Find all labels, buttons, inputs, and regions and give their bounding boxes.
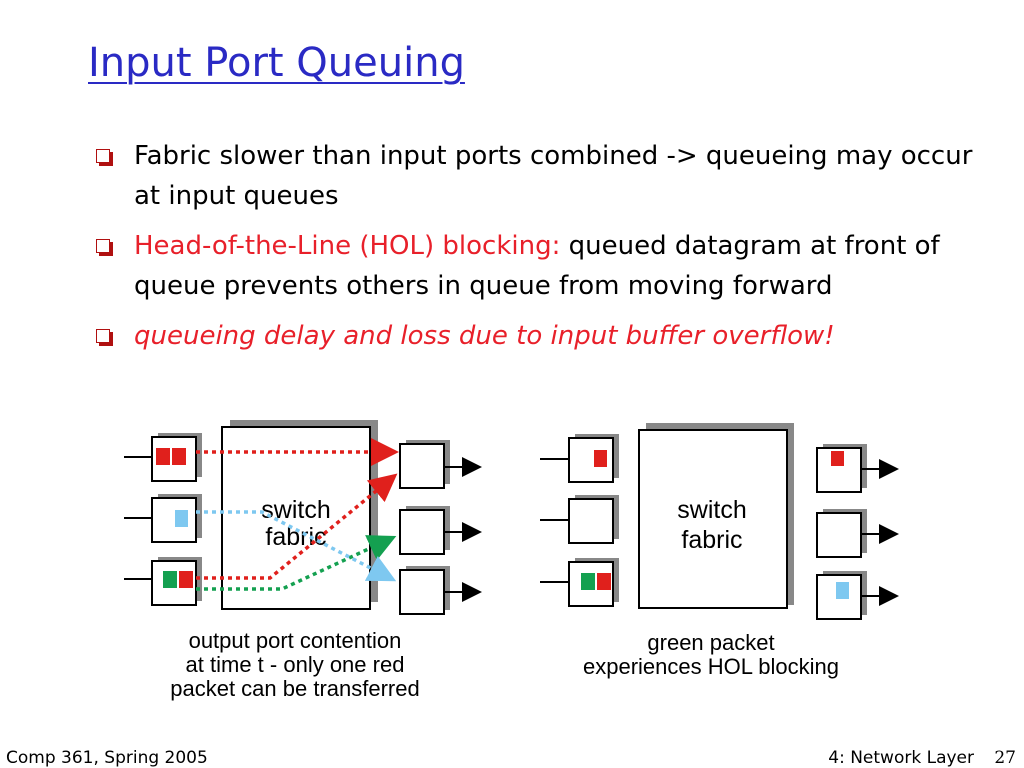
input-queue (568, 495, 619, 544)
footer-course: Comp 361, Spring 2005 (6, 748, 208, 768)
right-diagram: switch fabric green packet experiences H… (540, 423, 899, 679)
fabric-label: switch (261, 496, 330, 524)
footer-chapter: 4: Network Layer (828, 748, 974, 768)
input-queue (151, 557, 202, 606)
bullet-text: Fabric slower than input ports combined … (134, 141, 973, 211)
input-queue (568, 434, 619, 483)
left-caption: packet can be transferred (170, 676, 419, 701)
fabric-label: switch (677, 496, 746, 524)
blue-packet (836, 582, 849, 599)
output-queue (399, 566, 450, 615)
red-packet (179, 571, 193, 588)
output-queue (399, 506, 450, 555)
left-caption: at time t - only one red (186, 652, 405, 677)
bullet-text: queued datagram at front of queue preven… (134, 231, 940, 301)
bullet-item: queueing delay and loss due to input buf… (96, 316, 996, 356)
red-packet (831, 451, 844, 466)
bullet-list: Fabric slower than input ports combined … (96, 136, 996, 366)
page-number: 27 (994, 748, 1016, 768)
output-queue (816, 444, 867, 493)
red-packet (172, 448, 186, 465)
input-queue (568, 558, 619, 607)
green-packet (581, 573, 595, 590)
bullet-item: Head-of-the-Line (HOL) blocking: queued … (96, 226, 996, 306)
bullet-box-icon (96, 149, 113, 166)
input-queue (151, 494, 202, 543)
blue-transfer-path (196, 510, 397, 582)
bullet-text: queueing delay and loss due to input buf… (134, 321, 835, 351)
right-caption: green packet (647, 630, 774, 655)
left-caption: output port contention (189, 628, 402, 653)
switch-fabric (638, 429, 788, 609)
blue-packet (175, 510, 188, 527)
bullet-box-icon (96, 329, 113, 346)
input-queue (151, 433, 202, 482)
output-queue (816, 509, 867, 558)
red-packet (594, 450, 607, 467)
red-packet (597, 573, 611, 590)
red-transfer-path (196, 473, 398, 580)
output-queue (816, 571, 867, 620)
right-caption: experiences HOL blocking (583, 654, 839, 679)
bullet-term: Head-of-the-Line (HOL) blocking: (134, 231, 561, 261)
output-queue (399, 440, 450, 489)
fabric-label: fabric (681, 526, 742, 554)
red-packet (156, 448, 170, 465)
green-packet (163, 571, 177, 588)
left-diagram: switch fabric output port contention at … (124, 420, 482, 701)
slide-title: Input Port Queuing (88, 40, 465, 86)
bullet-item: Fabric slower than input ports combined … (96, 136, 996, 216)
fabric-label: fabric (265, 523, 326, 551)
bullet-box-icon (96, 239, 113, 256)
